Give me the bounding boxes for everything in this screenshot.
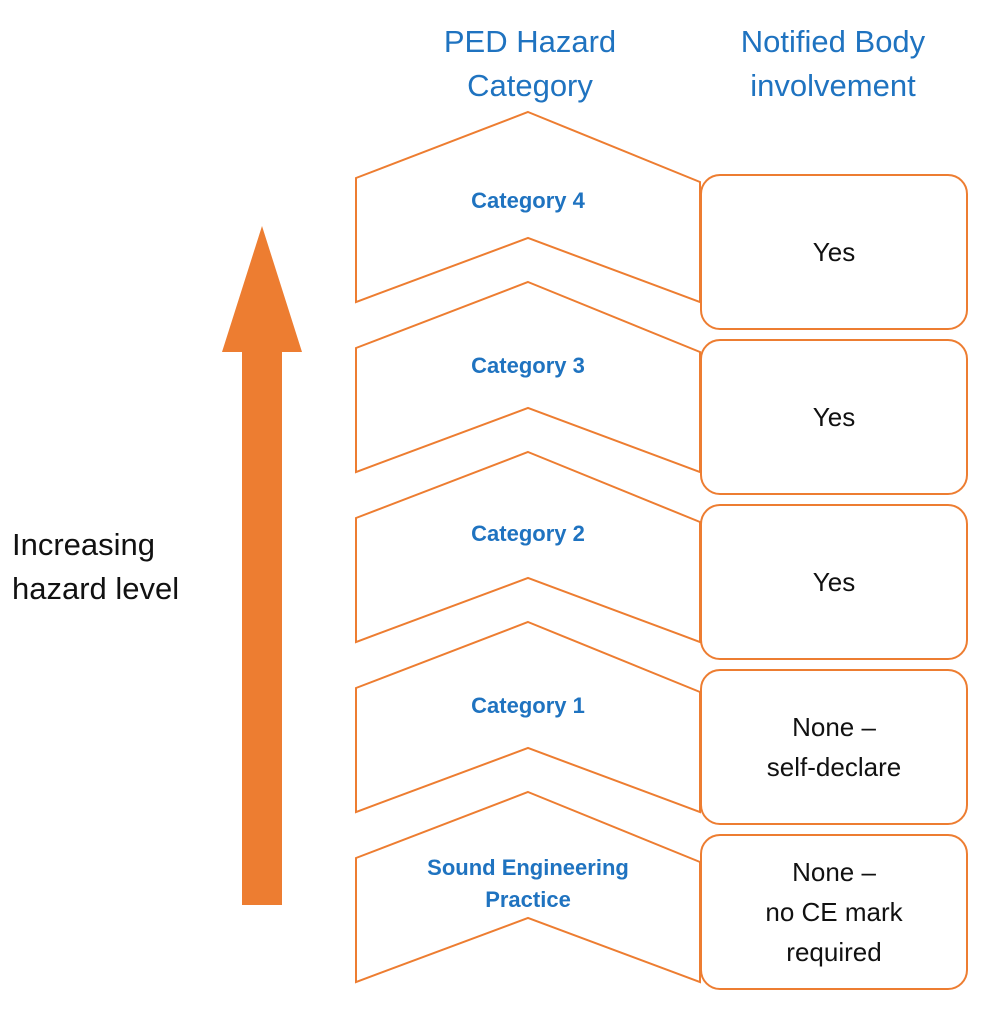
category-label-line: Category 1 (471, 693, 585, 718)
category-label-line: Category 4 (471, 188, 585, 213)
chevron-stack (355, 110, 701, 984)
increasing-arrow (222, 226, 302, 905)
header-line: involvement (750, 68, 916, 103)
involvement-text: Yes (812, 237, 856, 267)
involvement-text: required (786, 937, 882, 967)
involvement-text: None – (792, 857, 876, 887)
header-line: Notified Body (740, 24, 926, 59)
side-label-line: hazard level (12, 571, 180, 606)
notified-body-header: Notified Body involvement (683, 20, 983, 108)
involvement-text: Yes (812, 402, 856, 432)
involvement-box: Yes (700, 339, 968, 495)
category-label: Category 2 (358, 518, 698, 550)
side-label-line: Increasing (12, 527, 156, 562)
header-line: PED Hazard (443, 24, 617, 59)
involvement-box: None – no CE mark required (700, 834, 968, 990)
involvement-text: None – (792, 712, 876, 742)
involvement-box: Yes (700, 504, 968, 660)
category-label-line: Category 3 (471, 353, 585, 378)
chevron-shape (355, 110, 701, 304)
involvement-text: no CE mark (765, 897, 903, 927)
category-label: Category 1 (358, 690, 698, 722)
hazard-category-header: PED Hazard Category (380, 20, 680, 108)
involvement-text: self-declare (766, 752, 902, 782)
category-label: Category 4 (358, 185, 698, 217)
involvement-box: Yes (700, 174, 968, 330)
category-label-line: Practice (485, 887, 571, 912)
category-label-line: Category 2 (471, 521, 585, 546)
involvement-box: None – self-declare (700, 669, 968, 825)
increasing-hazard-label: Increasing hazard level (12, 523, 179, 611)
category-label: Category 3 (358, 350, 698, 382)
category-label-line: Sound Engineering (427, 855, 629, 880)
involvement-text: Yes (812, 567, 856, 597)
header-line: Category (467, 68, 593, 103)
